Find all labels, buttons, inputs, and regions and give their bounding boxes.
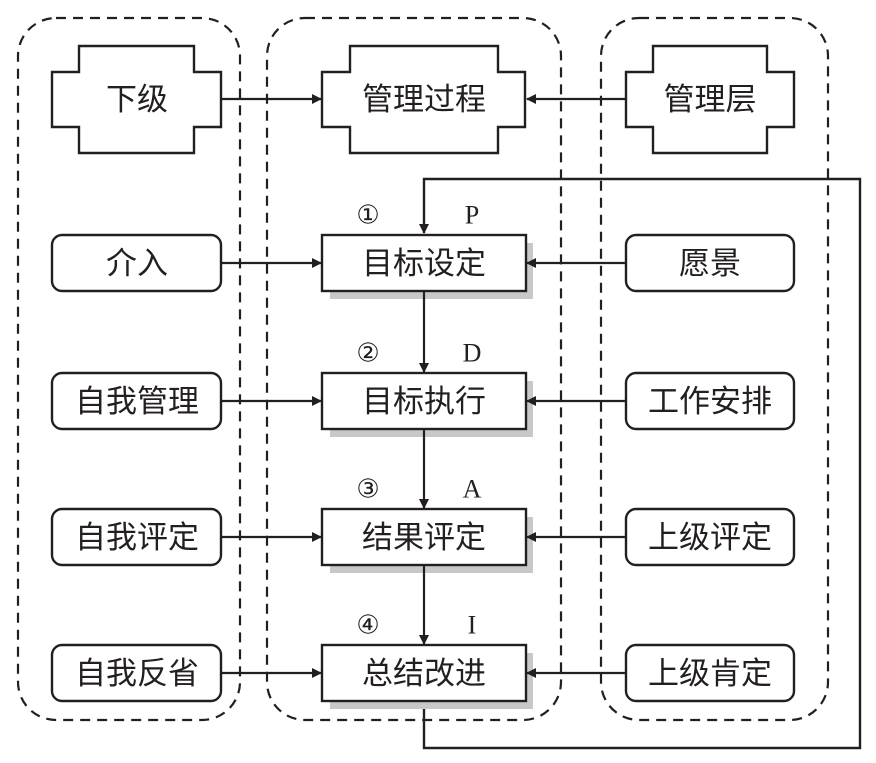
left-node-label: 介入 [106, 246, 168, 282]
step-number: ① [356, 201, 379, 230]
left-column-container [16, 16, 242, 722]
process-node-label: 总结改进 [362, 656, 486, 692]
right-node-label: 愿景 [679, 246, 741, 282]
left-node-4: 自我反省 [50, 643, 223, 703]
right-node-1: 愿景 [624, 233, 796, 293]
header-node-center: 管理过程 [320, 44, 527, 155]
left-node-3: 自我评定 [50, 507, 223, 567]
process-node-3: 结果评定 [320, 507, 533, 573]
right-node-4: 上级肯定 [624, 643, 796, 703]
right-node-3: 上级评定 [624, 507, 796, 567]
step-letter: I [468, 611, 477, 640]
right-node-label: 上级评定 [648, 520, 772, 556]
step-number: ② [356, 339, 379, 368]
left-node-2: 自我管理 [50, 371, 223, 431]
header-right-label: 管理层 [664, 82, 757, 118]
process-node-2: 目标执行 [320, 371, 533, 437]
left-node-1: 介入 [50, 233, 223, 293]
step-number: ④ [356, 611, 379, 640]
process-node-4: 总结改进 [320, 643, 533, 709]
process-node-label: 目标执行 [362, 384, 486, 420]
step-letter: A [463, 475, 482, 504]
header-left-label: 下级 [106, 82, 168, 118]
feedback-loop-arrow [419, 177, 862, 750]
right-column-container [599, 16, 830, 722]
process-node-label: 目标设定 [362, 246, 486, 282]
left-node-label: 自我评定 [75, 520, 199, 556]
header-node-right: 管理层 [624, 44, 796, 155]
right-node-label: 上级肯定 [648, 656, 772, 692]
center-column-container [265, 16, 563, 722]
right-node-2: 工作安排 [624, 371, 796, 431]
step-letter: D [463, 339, 482, 368]
step-number: ③ [356, 475, 379, 504]
process-node-1: 目标设定 [320, 233, 533, 299]
right-node-label: 工作安排 [648, 384, 772, 420]
header-node-left: 下级 [50, 44, 223, 155]
left-node-label: 自我管理 [75, 384, 199, 420]
step-letter: P [465, 201, 479, 230]
header-center-label: 管理过程 [362, 82, 486, 118]
left-node-label: 自我反省 [75, 656, 199, 692]
process-node-label: 结果评定 [362, 520, 486, 556]
